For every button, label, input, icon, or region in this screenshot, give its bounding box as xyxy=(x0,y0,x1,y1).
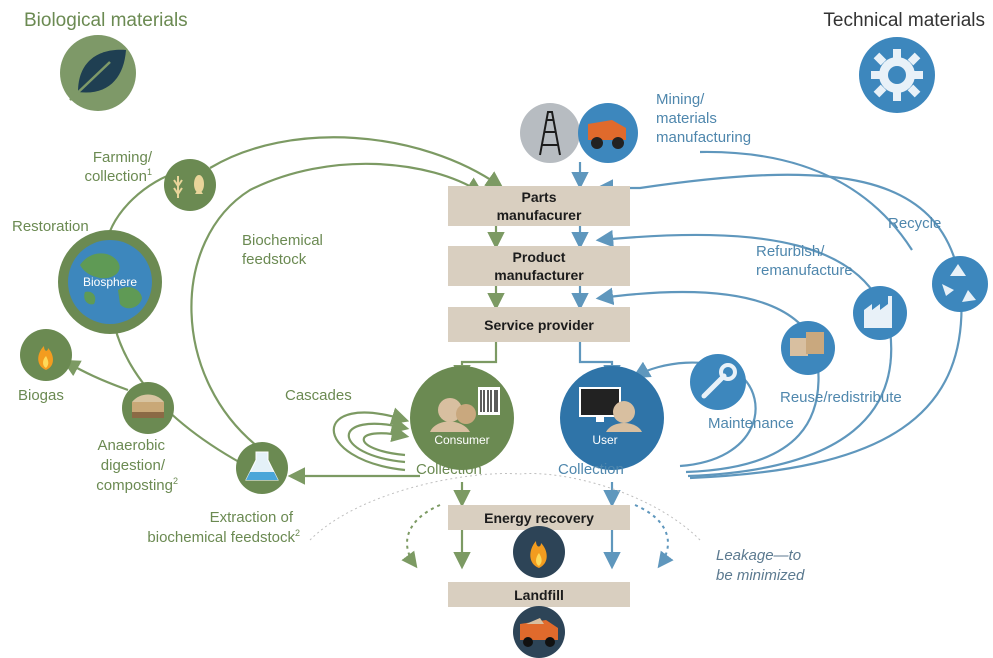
cascades-label: Cascades xyxy=(285,387,352,404)
user-computer-icon xyxy=(560,366,664,470)
technical-header: Technical materials xyxy=(823,10,985,31)
biogas-flame-icon xyxy=(20,329,72,381)
anaerobic-line3: composting2 xyxy=(96,476,178,494)
recycle-label: Recycle xyxy=(888,215,941,232)
mining-line3: manufacturing xyxy=(656,129,751,146)
farming-line1: Farming/ xyxy=(93,149,153,166)
stage-landfill: Landfill xyxy=(448,582,630,607)
restoration-label: Restoration xyxy=(12,218,89,235)
anaerobic-line2: digestion/ xyxy=(101,457,166,474)
boxes-icon xyxy=(781,321,835,375)
recycle-icon xyxy=(932,256,988,312)
anaerobic-line1: Anaerobic xyxy=(97,437,165,454)
technical-flows xyxy=(571,150,963,570)
biological-header: Biological materials xyxy=(24,10,188,31)
extraction-line2: biochemical feedstock2 xyxy=(147,528,300,546)
service-label: Service provider xyxy=(484,317,594,333)
farming-line2: collection1 xyxy=(84,167,152,185)
mining-truck-icon xyxy=(578,103,638,163)
oil-rig-icon xyxy=(520,103,580,163)
tech-collection-label: Collection xyxy=(558,461,624,478)
biochemical-line1: Biochemical xyxy=(242,232,323,249)
extraction-footnote: 2 xyxy=(295,528,300,538)
mining-line2: materials xyxy=(656,110,717,127)
stage-energy-recovery: Energy recovery xyxy=(448,505,630,530)
refurbish-line1: Refurbish/ xyxy=(756,243,825,260)
mining-line1: Mining/ xyxy=(656,91,705,108)
leakage-line2: be minimized xyxy=(716,567,805,584)
maintenance-label: Maintenance xyxy=(708,415,794,432)
anaerobic-footnote: 2 xyxy=(173,476,178,486)
factory-icon xyxy=(853,286,907,340)
extraction-line1: Extraction of xyxy=(210,509,294,526)
energy-label: Energy recovery xyxy=(484,510,594,526)
stage-product-manufacturer: Product manufacturer xyxy=(448,246,630,286)
product-line1: Product xyxy=(513,249,566,265)
parts-line2: manufacurer xyxy=(497,207,582,223)
stage-parts-manufacturer: Parts manufacurer xyxy=(448,186,630,226)
landfill-label: Landfill xyxy=(514,587,564,603)
farming-icon xyxy=(164,159,216,211)
biosphere-globe-icon xyxy=(58,230,162,334)
compost-icon xyxy=(122,382,174,434)
consumer-icon xyxy=(410,366,514,470)
biological-flows xyxy=(62,136,505,570)
consumer-label: Consumer xyxy=(434,433,489,447)
bio-collection-label: Collection xyxy=(416,461,482,478)
refurbish-line2: remanufacture xyxy=(756,262,853,279)
biochemical-line2: feedstock xyxy=(242,251,307,268)
user-label: User xyxy=(592,433,617,447)
parts-line1: Parts xyxy=(521,189,556,205)
gear-icon xyxy=(859,37,935,113)
wrench-icon xyxy=(690,354,746,410)
stage-service-provider: Service provider xyxy=(448,307,630,342)
dump-truck-icon xyxy=(513,606,565,658)
product-line2: manufacturer xyxy=(494,267,584,283)
farming-footnote: 1 xyxy=(147,167,152,177)
leakage-flows xyxy=(309,473,701,569)
biosphere-label: Biosphere xyxy=(83,275,137,289)
leaf-icon xyxy=(60,35,136,111)
flask-icon xyxy=(236,442,288,494)
biogas-label: Biogas xyxy=(18,387,64,404)
reuse-label: Reuse/redistribute xyxy=(780,389,902,406)
leakage-line1: Leakage—to xyxy=(716,547,801,564)
energy-flame-icon xyxy=(513,526,565,578)
